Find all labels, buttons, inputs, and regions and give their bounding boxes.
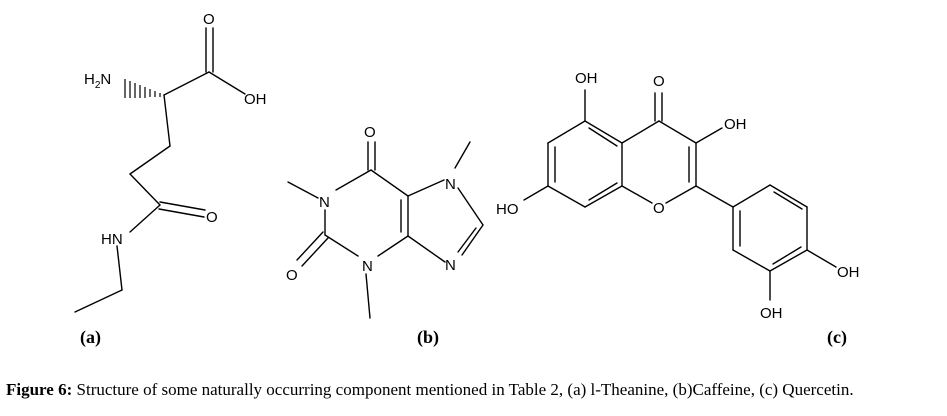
caffeine-n9: N (445, 257, 456, 274)
panel-c-label: (c) (827, 327, 847, 348)
amide-oxygen-label: O (206, 209, 218, 226)
quercetin-oh3prime: OH (760, 305, 783, 322)
caption-text: Structure of some naturally occurring co… (72, 380, 854, 399)
caffeine-oxygen-bottom: O (286, 267, 298, 284)
caption-figure-number: Figure 6: (6, 380, 73, 399)
figure-caption: Figure 6: Structure of some naturally oc… (6, 380, 946, 400)
caffeine-n7: N (445, 176, 456, 193)
quercetin-oh3: OH (724, 116, 747, 133)
theanine-structure: H2N O OH O HN (a) (74, 11, 267, 348)
hydroxyl-label: OH (244, 91, 267, 108)
panel-b-label: (b) (417, 327, 439, 348)
panel-a-label: (a) (80, 327, 101, 348)
carboxyl-oxygen-label: O (203, 11, 215, 28)
amide-nh-label: HN (101, 231, 123, 248)
quercetin-carbonyl-oxygen: O (653, 73, 665, 90)
caffeine-oxygen-top: O (364, 124, 376, 141)
quercetin-ring-oxygen: O (653, 200, 665, 217)
caffeine-n1: N (319, 194, 330, 211)
quercetin-oh4prime: OH (837, 264, 860, 281)
caffeine-structure: O O N N N N (b) (286, 124, 484, 348)
quercetin-oh7: HO (496, 201, 519, 218)
quercetin-structure: OH O OH HO O OH OH (c) (496, 70, 860, 348)
amine-label: H2N (84, 71, 111, 91)
quercetin-oh5: OH (575, 70, 598, 87)
caffeine-n3: N (362, 258, 373, 275)
